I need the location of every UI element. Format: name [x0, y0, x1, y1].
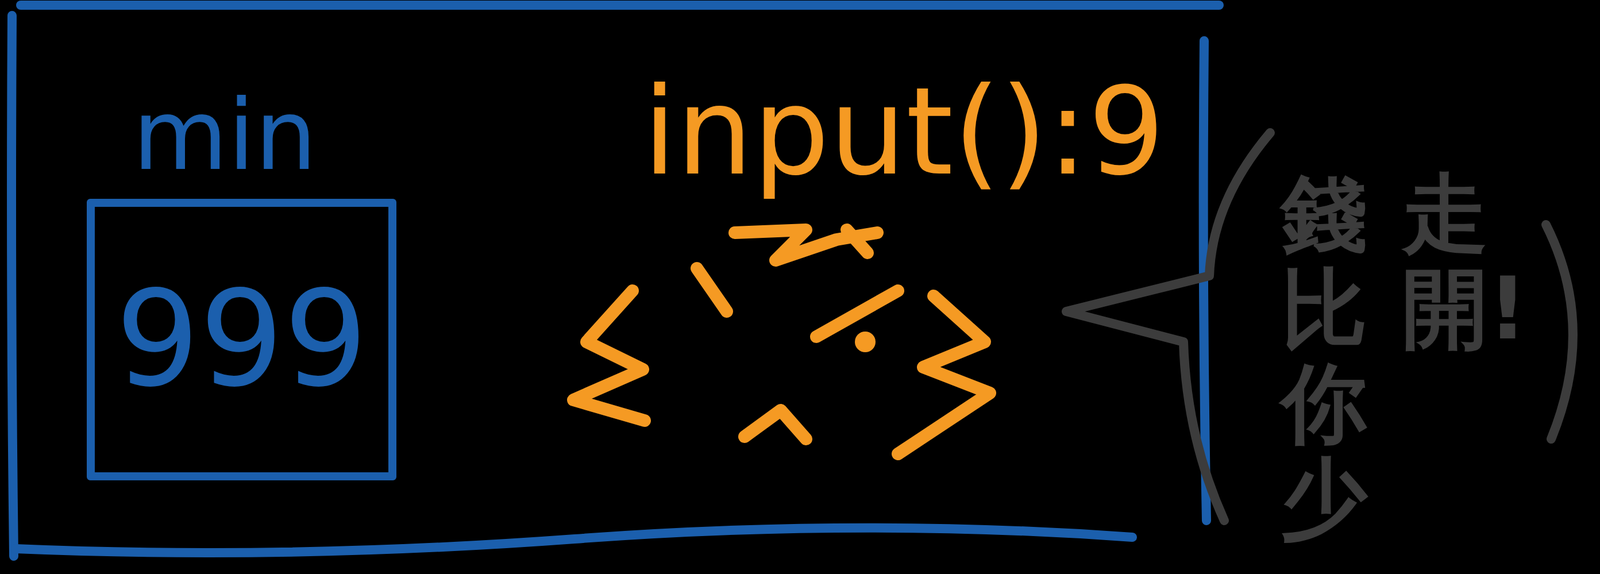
- value-box: 999: [86, 198, 397, 481]
- face-left-eye: [696, 268, 727, 312]
- bubble-right-paren: [1545, 224, 1573, 439]
- speech-text: 走開!: [1401, 166, 1488, 357]
- face-mouth: [744, 410, 807, 439]
- frame-left: [11, 15, 14, 557]
- frame-top: [20, 0, 1220, 10]
- variable-name: min: [132, 86, 318, 184]
- face-right-eye: [816, 290, 898, 337]
- speech-text: 錢比你少: [1281, 166, 1368, 546]
- input-label: input():9: [642, 71, 1165, 193]
- variable-box: min 999: [86, 86, 389, 481]
- frame-bottom: [15, 527, 1133, 553]
- face-eye-dot: [854, 331, 876, 353]
- face-left-brace: [573, 290, 645, 421]
- anger-mark: [734, 229, 878, 261]
- face-right-brace: [897, 295, 990, 454]
- variable-value: 999: [115, 273, 368, 406]
